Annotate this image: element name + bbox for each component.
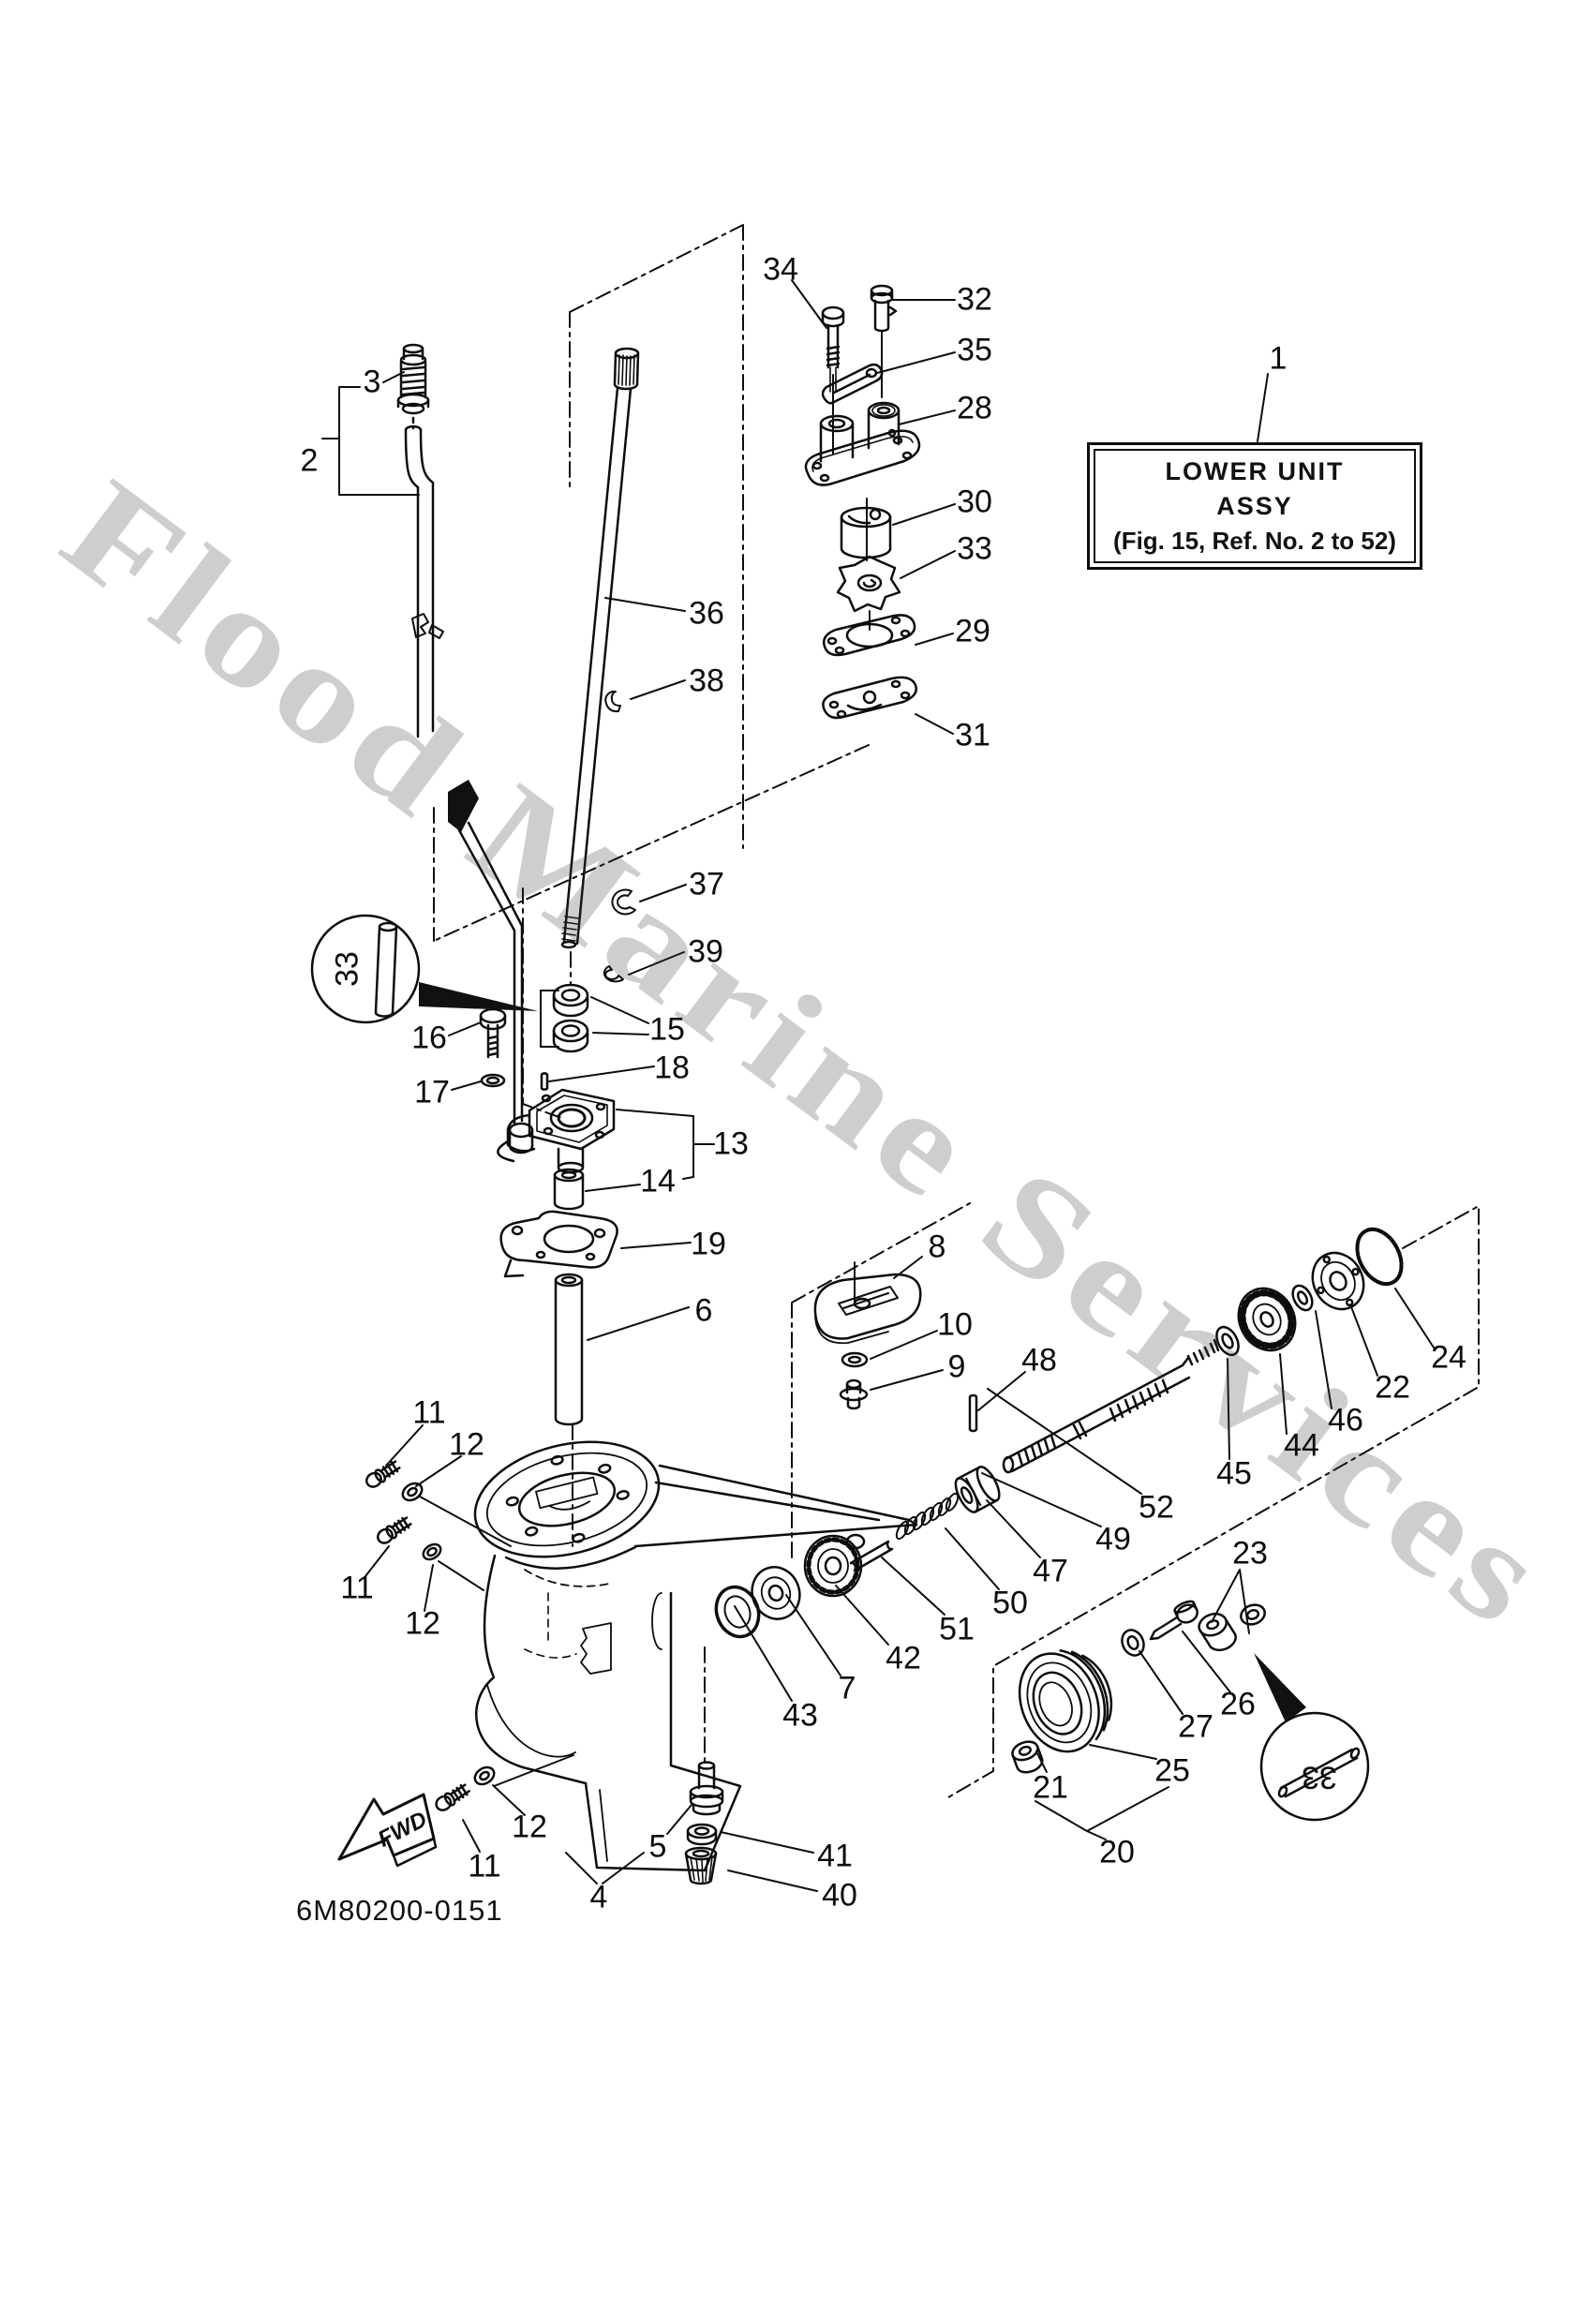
part-callout-15: 15	[649, 1011, 685, 1048]
part-callout-7: 7	[838, 1670, 856, 1706]
part-callout-45: 45	[1216, 1455, 1252, 1492]
part-callout-27: 27	[1178, 1708, 1213, 1745]
part-callout-11: 11	[340, 1570, 374, 1606]
drive-shaft	[560, 347, 640, 949]
part-callout-18: 18	[654, 1050, 690, 1086]
part-callout-22: 22	[1375, 1369, 1410, 1406]
part-callout-47: 47	[1033, 1553, 1068, 1589]
part-callout-25: 25	[1154, 1752, 1190, 1789]
part-callout-35: 35	[957, 332, 992, 368]
part-callout-34: 34	[763, 251, 798, 288]
drawing-number: 6M80200-0151	[296, 1894, 503, 1927]
part-callout-29: 29	[955, 613, 990, 649]
part-callout-10: 10	[937, 1306, 973, 1343]
part-callout-17: 17	[414, 1074, 450, 1110]
part-callout-20: 20	[1099, 1834, 1135, 1870]
bearing-housing-group	[479, 888, 636, 1426]
part-callout-23: 23	[1232, 1535, 1268, 1572]
part-callout-33: 33	[957, 530, 992, 567]
part-callout-46: 46	[1328, 1402, 1363, 1438]
detail-circle-pin-33-left	[310, 914, 538, 1024]
part-callout-12: 12	[512, 1809, 547, 1845]
prop-shaft-group	[714, 1227, 1404, 1639]
lower-fasteners	[365, 1460, 724, 1885]
part-callout-9: 9	[947, 1348, 966, 1385]
fwd-arrow: FWD	[337, 1793, 438, 1868]
part-callout-14: 14	[640, 1163, 676, 1199]
gear-case	[473, 1440, 918, 1872]
title-line-2: ASSY	[1216, 491, 1293, 520]
part-callout-40: 40	[822, 1877, 857, 1914]
part-callout-52: 52	[1139, 1489, 1174, 1526]
anode-group	[813, 1273, 922, 1410]
part-callout-28: 28	[957, 390, 992, 426]
part-callout-38: 38	[689, 663, 724, 699]
part-callout-11: 11	[468, 1848, 501, 1885]
part-callout-49: 49	[1095, 1521, 1131, 1557]
part-callout-41: 41	[817, 1838, 853, 1874]
part-callout-42: 42	[886, 1640, 921, 1676]
part-callout-50: 50	[992, 1585, 1028, 1621]
part-callout-44: 44	[1284, 1427, 1319, 1464]
title-line-1: LOWER UNIT	[1165, 456, 1345, 485]
part-callout-51: 51	[939, 1611, 975, 1647]
water-pump-group	[804, 284, 921, 720]
part-callout-8: 8	[928, 1229, 946, 1265]
part-callout-33: 33	[329, 951, 365, 987]
part-callout-3: 3	[363, 364, 381, 400]
part-callout-16: 16	[411, 1020, 447, 1056]
detail-circle-pin-33-right	[1254, 1653, 1370, 1822]
part-callout-13: 13	[713, 1125, 749, 1162]
part-callout-19: 19	[691, 1226, 726, 1262]
part-callout-33: 33	[1302, 1759, 1337, 1795]
title-box-inner: LOWER UNIT ASSY (Fig. 15, Ref. No. 2 to …	[1094, 449, 1416, 563]
title-line-3: (Fig. 15, Ref. No. 2 to 52)	[1113, 526, 1396, 555]
part-callout-48: 48	[1021, 1342, 1057, 1378]
part-callout-11: 11	[412, 1394, 446, 1431]
part-callout-21: 21	[1033, 1769, 1068, 1806]
part-callout-32: 32	[957, 281, 992, 318]
part-callout-12: 12	[449, 1426, 484, 1463]
part-callout-37: 37	[689, 866, 724, 902]
part-callout-39: 39	[688, 933, 723, 970]
part-callout-1: 1	[1269, 340, 1288, 377]
leader-lines	[321, 279, 1435, 1892]
shift-rod-group	[396, 343, 524, 1126]
part-callout-2: 2	[300, 442, 319, 479]
phantom-boundary-lines	[433, 224, 1480, 1798]
part-callout-31: 31	[955, 717, 990, 753]
part-callout-4: 4	[589, 1879, 608, 1915]
part-callout-12: 12	[405, 1605, 440, 1642]
part-callout-30: 30	[957, 484, 992, 520]
part-callout-26: 26	[1220, 1686, 1256, 1722]
part-callout-5: 5	[648, 1828, 667, 1865]
part-callout-6: 6	[694, 1292, 713, 1329]
part-callout-36: 36	[689, 595, 724, 632]
part-callout-43: 43	[782, 1697, 818, 1734]
part-callout-24: 24	[1431, 1339, 1466, 1376]
watermark-text: Flood Marine Services	[36, 450, 1578, 1660]
title-box: LOWER UNIT ASSY (Fig. 15, Ref. No. 2 to …	[1087, 442, 1422, 570]
